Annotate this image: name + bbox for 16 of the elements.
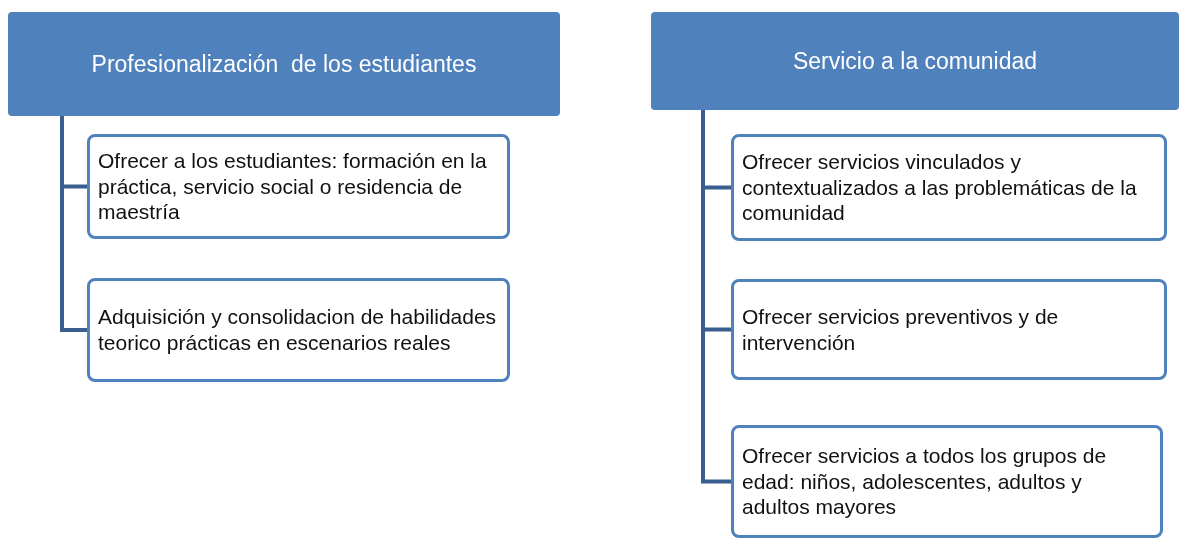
box-text: Ofrecer a los estudiantes: formación en la práctica, servicio social o residencia de maestría bbox=[98, 148, 488, 225]
box-text: Ofrecer servicios vinculados y contextualizados a las problemáticas de la comunidad bbox=[742, 149, 1138, 226]
box-text: Servicio a la comunidad bbox=[792, 47, 1038, 75]
item-box bbox=[731, 425, 1163, 538]
item-box bbox=[731, 134, 1167, 241]
box-text: Ofrecer servicios preventivos y de intervención bbox=[742, 303, 1060, 356]
connector-line bbox=[701, 110, 731, 484]
item-box bbox=[87, 278, 510, 382]
connector-line bbox=[60, 116, 87, 332]
box-text: Adquisición y consolidacion de habilidades teorico prácticas en escenarios reales bbox=[98, 304, 498, 356]
category-header bbox=[651, 12, 1179, 110]
category-header bbox=[8, 12, 560, 116]
box-text: Ofrecer servicios a todos los grupos de edad: niños, adolescentes, adultos y adultos mayores bbox=[742, 443, 1108, 520]
item-box bbox=[87, 134, 510, 239]
box-text: Profesionalización de los estudiantes bbox=[91, 50, 477, 78]
item-box bbox=[731, 279, 1167, 380]
